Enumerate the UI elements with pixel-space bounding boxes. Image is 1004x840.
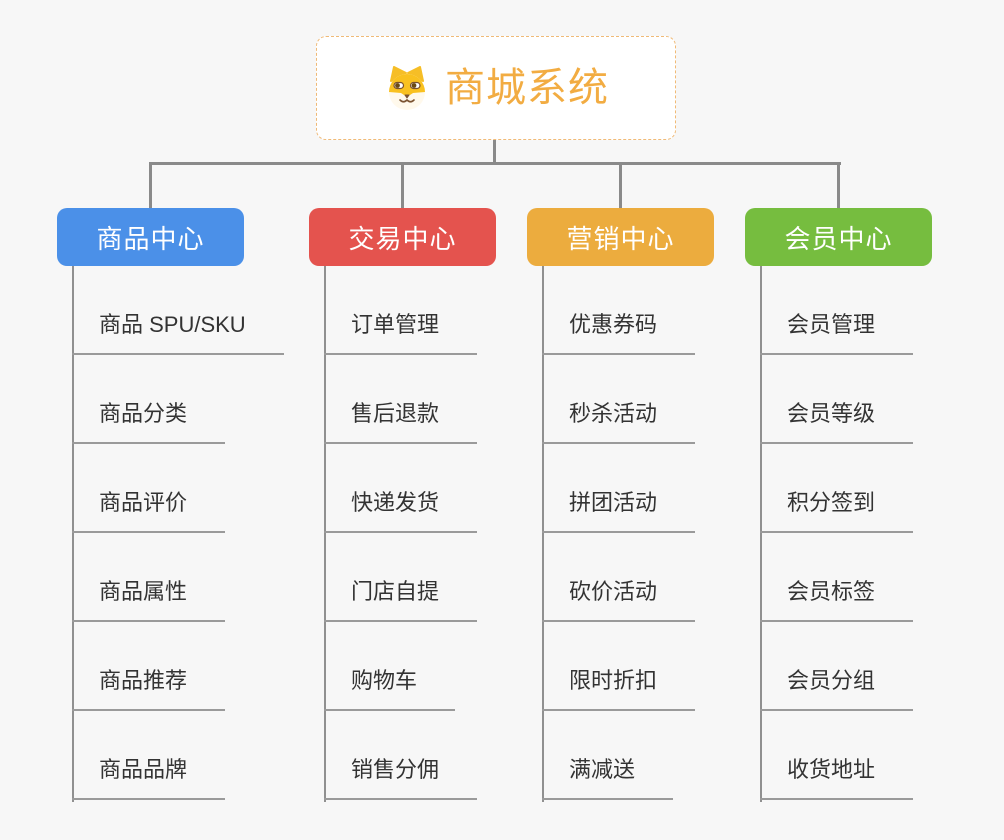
- leaf-node[interactable]: 商品推荐: [72, 665, 226, 711]
- leaf-node[interactable]: 收货地址: [760, 754, 914, 800]
- connector-drop: [149, 162, 152, 209]
- branch-leaves: 优惠券码秒杀活动拼团活动砍价活动限时折扣满减送: [542, 266, 696, 802]
- connector-horizontal: [149, 162, 841, 165]
- connector-branch-trunk: [760, 266, 762, 802]
- branch-label: 商品中心: [96, 223, 205, 254]
- leaf-node[interactable]: 门店自提: [324, 576, 478, 622]
- leaf-node[interactable]: 砍价活动: [542, 576, 696, 622]
- branch-trade-center: 交易中心 订单管理售后退款快递发货门店自提购物车销售分佣: [309, 208, 496, 802]
- leaf-node[interactable]: 售后退款: [324, 398, 478, 444]
- leaf-node[interactable]: 商品 SPU/SKU: [72, 309, 284, 355]
- branch-header[interactable]: 会员中心: [745, 208, 932, 266]
- connector-branch-trunk: [542, 266, 544, 802]
- branch-member-center: 会员中心 会员管理会员等级积分签到会员标签会员分组收货地址: [745, 208, 932, 802]
- leaf-node[interactable]: 商品分类: [72, 398, 226, 444]
- leaf-node[interactable]: 商品评价: [72, 487, 226, 533]
- root-node[interactable]: 商城系统: [316, 36, 676, 140]
- leaf-node[interactable]: 商品品牌: [72, 754, 226, 800]
- branch-label: 营销中心: [566, 223, 675, 254]
- leaf-node[interactable]: 限时折扣: [542, 665, 696, 711]
- branch-label: 会员中心: [784, 223, 893, 254]
- leaf-node[interactable]: 销售分佣: [324, 754, 478, 800]
- branch-label: 交易中心: [348, 223, 457, 254]
- branch-marketing-center: 营销中心 优惠券码秒杀活动拼团活动砍价活动限时折扣满减送: [527, 208, 714, 802]
- leaf-node[interactable]: 积分签到: [760, 487, 914, 533]
- branch-leaves: 商品 SPU/SKU 商品分类商品评价商品属性商品推荐商品品牌: [72, 266, 284, 802]
- doge-icon: [389, 66, 425, 110]
- connector-drop: [401, 162, 404, 209]
- leaf-node[interactable]: 秒杀活动: [542, 398, 696, 444]
- leaf-node[interactable]: 购物车: [324, 665, 456, 711]
- branch-header[interactable]: 交易中心: [309, 208, 496, 266]
- leaf-node[interactable]: 会员管理: [760, 309, 914, 355]
- branch-leaves: 订单管理售后退款快递发货门店自提购物车销售分佣: [324, 266, 478, 802]
- connector-drop: [837, 162, 840, 209]
- leaf-node[interactable]: 商品属性: [72, 576, 226, 622]
- root-title: 商城系统: [445, 66, 609, 110]
- leaf-node[interactable]: 会员分组: [760, 665, 914, 711]
- leaf-node[interactable]: 会员等级: [760, 398, 914, 444]
- leaf-node[interactable]: 满减送: [542, 754, 674, 800]
- connector-branch-trunk: [72, 266, 74, 802]
- branch-header[interactable]: 商品中心: [57, 208, 244, 266]
- branch-leaves: 会员管理会员等级积分签到会员标签会员分组收货地址: [760, 266, 914, 802]
- branch-header[interactable]: 营销中心: [527, 208, 714, 266]
- leaf-node[interactable]: 优惠券码: [542, 309, 696, 355]
- connector-drop: [619, 162, 622, 209]
- leaf-node[interactable]: 拼团活动: [542, 487, 696, 533]
- connector-root-trunk: [493, 140, 496, 163]
- leaf-node[interactable]: 订单管理: [324, 309, 478, 355]
- leaf-node[interactable]: 快递发货: [324, 487, 478, 533]
- leaf-node[interactable]: 会员标签: [760, 576, 914, 622]
- connector-branch-trunk: [324, 266, 326, 802]
- branch-product-center: 商品中心 商品 SPU/SKU 商品分类商品评价商品属性商品推荐商品品牌: [57, 208, 284, 802]
